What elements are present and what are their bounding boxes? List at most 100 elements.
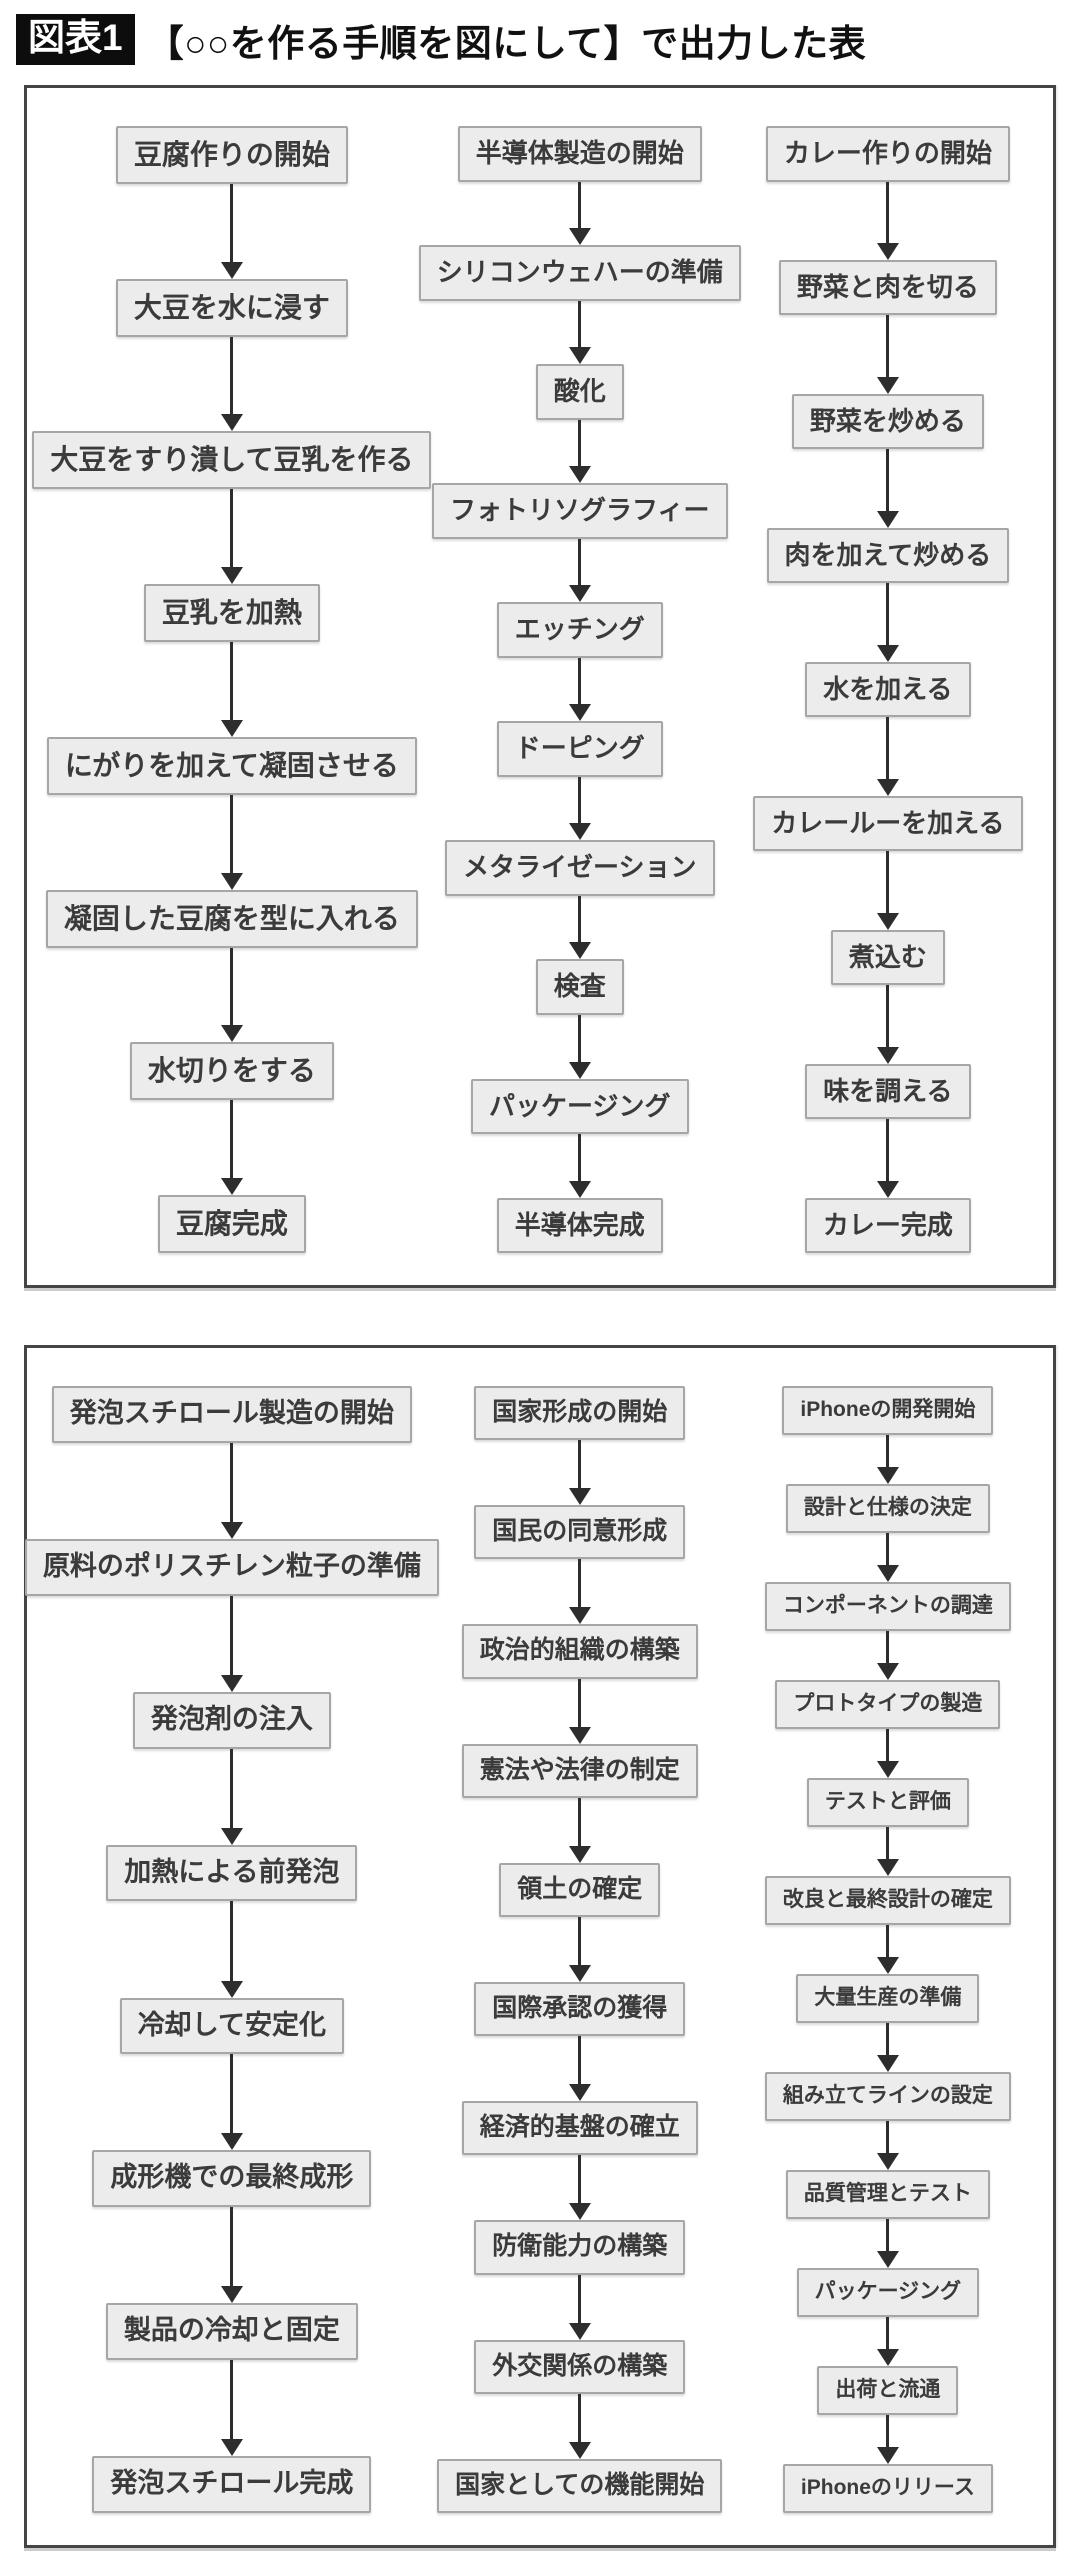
arrow-down-icon — [876, 2219, 900, 2268]
flow-step-box: 改良と最終設計の確定 — [764, 1875, 1011, 1926]
arrow-down-icon — [220, 336, 244, 432]
flow-step-box: 憲法や法律の制定 — [461, 1743, 698, 1798]
flow-step-box: コンポーネントの調達 — [764, 1581, 1011, 1632]
arrow-down-icon — [568, 181, 592, 246]
flow-step-box: カレー作りの開始 — [765, 126, 1010, 182]
flow-step-box: 外交関係の構築 — [474, 2339, 686, 2394]
arrow-down-icon — [876, 2317, 900, 2366]
flow-step-box: シリコンウェハーの準備 — [418, 245, 741, 301]
figure-number-badge: 図表1 — [16, 13, 135, 66]
arrow-down-icon — [568, 657, 592, 722]
flow-step-box: 発泡剤の注入 — [132, 1691, 331, 1749]
flow-step-box: iPhoneのリリース — [782, 2463, 993, 2514]
arrow-down-icon — [876, 1729, 900, 1778]
arrow-down-icon — [568, 300, 592, 365]
arrow-down-icon — [568, 1559, 592, 1625]
arrow-down-icon — [568, 1917, 592, 1982]
flow-step-box: カレールーを加える — [753, 795, 1023, 852]
arrow-down-icon — [220, 794, 244, 890]
flow-step-box: 発泡スチロール完成 — [92, 2456, 372, 2513]
flow-step-box: テストと評価 — [806, 1777, 969, 1828]
arrow-down-icon — [876, 315, 900, 394]
flow-step-box: 防衛能力の構築 — [474, 2220, 686, 2275]
flow-step-box: パッケージング — [471, 1078, 689, 1134]
flowchart-styrofoam: 発泡スチロール製造の開始原料のポリスチレン粒子の準備発泡剤の注入加熱による前発泡… — [24, 1386, 439, 2513]
flow-step-box: 野菜を炒める — [791, 393, 984, 450]
arrow-down-icon — [876, 717, 900, 796]
arrow-down-icon — [876, 449, 900, 528]
flowchart-nation: 国家形成の開始国民の同意形成政治的組織の構築憲法や法律の制定領土の確定国際承認の… — [421, 1386, 739, 2513]
arrow-down-icon — [220, 1100, 244, 1196]
arrow-down-icon — [568, 538, 592, 603]
flow-step-box: 発泡スチロール製造の開始 — [51, 1386, 412, 1443]
flow-step-box: 水を加える — [805, 661, 971, 718]
flow-step-box: 冷却して安定化 — [119, 1997, 344, 2055]
arrow-down-icon — [876, 851, 900, 930]
flow-step-box: 成形機での最終成形 — [92, 2150, 372, 2208]
flow-step-box: 出荷と流通 — [817, 2365, 959, 2416]
flow-step-box: 味を調える — [805, 1063, 971, 1120]
flow-step-box: メタライゼーション — [445, 840, 715, 896]
flow-step-box: 豆腐完成 — [157, 1195, 306, 1254]
arrow-down-icon — [876, 1925, 900, 1974]
flow-step-box: プロトタイプの製造 — [775, 1679, 1001, 1730]
arrow-down-icon — [568, 1134, 592, 1198]
flow-step-box: 国際承認の獲得 — [474, 1981, 686, 2037]
flow-step-box: エッチング — [496, 602, 663, 658]
arrow-down-icon — [876, 2023, 900, 2072]
flow-step-box: 原料のポリスチレン粒子の準備 — [24, 1538, 439, 1596]
flow-step-box: 大豆を水に浸す — [115, 278, 348, 337]
flowchart-tofu: 豆腐作りの開始大豆を水に浸す大豆をすり潰して豆乳を作る豆乳を加熱にがりを加えて凝… — [32, 126, 432, 1254]
arrow-down-icon — [220, 1901, 244, 1998]
flow-step-box: 大豆をすり潰して豆乳を作る — [32, 431, 432, 490]
flow-step-box: 豆腐作りの開始 — [115, 126, 348, 184]
arrow-down-icon — [220, 947, 244, 1043]
flow-step-box: 加熱による前発泡 — [106, 1844, 358, 1902]
arrow-down-icon — [568, 1797, 592, 1863]
arrow-down-icon — [220, 1442, 244, 1539]
arrow-down-icon — [876, 985, 900, 1064]
flowchart-iphone: iPhoneの開発開始設計と仕様の決定コンポーネントの調達プロトタイプの製造テス… — [739, 1386, 1037, 2514]
flow-step-box: 半導体製造の開始 — [457, 126, 702, 182]
flow-step-box: 煮込む — [830, 929, 945, 986]
figure-title: 【○○を作る手順を図にして】で出力した表 — [146, 22, 867, 64]
flow-step-box: 国家形成の開始 — [474, 1386, 686, 1441]
flow-step-box: 品質管理とテスト — [785, 2169, 990, 2220]
flow-step-box: 政治的組織の構築 — [461, 1624, 698, 1679]
arrow-down-icon — [568, 1440, 592, 1506]
arrow-down-icon — [876, 583, 900, 662]
arrow-down-icon — [568, 419, 592, 484]
flowchart-semiconductor: 半導体製造の開始シリコンウェハーの準備酸化フォトリソグラフィーエッチングドーピン… — [418, 126, 741, 1254]
arrow-down-icon — [220, 642, 244, 737]
flow-step-box: 豆乳を加熱 — [143, 584, 320, 643]
arrow-down-icon — [220, 1748, 244, 1845]
flow-step-box: 凝固した豆腐を型に入れる — [45, 889, 418, 948]
arrow-down-icon — [220, 1595, 244, 1692]
flow-step-box: 国民の同意形成 — [474, 1505, 686, 1560]
flow-step-box: iPhoneの開発開始 — [782, 1386, 994, 1436]
flow-step-box: 肉を加えて炒める — [766, 527, 1010, 584]
arrow-down-icon — [220, 2054, 244, 2151]
arrow-down-icon — [876, 1631, 900, 1680]
flow-step-box: 酸化 — [535, 364, 624, 420]
arrow-down-icon — [568, 2393, 592, 2459]
arrow-down-icon — [220, 489, 244, 585]
arrow-down-icon — [568, 1014, 592, 1079]
arrow-down-icon — [568, 1678, 592, 1744]
flow-step-box: カレー完成 — [804, 1197, 971, 1253]
flow-step-box: 大量生産の準備 — [796, 1973, 980, 2024]
arrow-down-icon — [568, 2155, 592, 2221]
arrow-down-icon — [568, 2036, 592, 2102]
flow-step-box: 水切りをする — [129, 1042, 334, 1101]
arrow-down-icon — [568, 895, 592, 960]
flow-step-box: 組み立てラインの設定 — [764, 2071, 1011, 2122]
arrow-down-icon — [876, 1435, 900, 1484]
flow-step-box: 製品の冷却と固定 — [105, 2303, 358, 2361]
flow-step-box: 領土の確定 — [499, 1862, 661, 1917]
arrow-down-icon — [568, 2274, 592, 2340]
arrow-down-icon — [568, 776, 592, 841]
flow-step-box: にがりを加えて凝固させる — [46, 736, 417, 795]
flow-step-box: 野菜と肉を切る — [778, 259, 997, 316]
flow-step-box: 経済的基盤の確立 — [461, 2101, 698, 2156]
arrow-down-icon — [876, 2121, 900, 2170]
